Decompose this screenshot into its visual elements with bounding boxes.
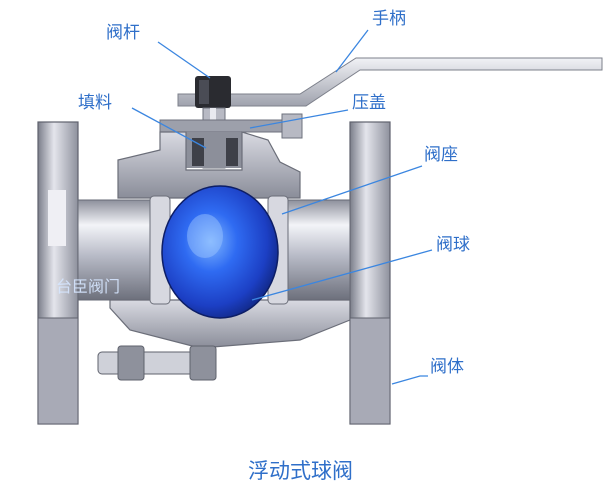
diagram-caption: 浮动式球阀 [248,459,353,483]
label-ball: 阀球 [436,235,470,255]
label-handle: 手柄 [372,9,406,29]
ball [161,185,279,319]
leader-handle [335,29,369,73]
label-stem: 阀杆 [106,23,140,43]
valve-body [109,131,353,349]
leader-body [391,375,428,385]
label-gland: 压盖 [352,93,386,113]
leader-stem [157,41,211,79]
left-flange [37,121,79,425]
leader-gland [249,109,349,129]
label-packing: 填料 [78,93,112,113]
packing [186,132,242,168]
label-body: 阀体 [430,357,464,377]
leader-lines [131,29,433,385]
handle-lever [177,57,603,107]
leader-seat [281,165,423,215]
leader-ball [251,249,433,301]
leader-packing [131,107,207,149]
watermark-text: 台臣阀门 [56,277,120,296]
label-seat: 阀座 [424,145,458,165]
body-bolt [97,345,217,381]
right-flange [349,121,391,425]
